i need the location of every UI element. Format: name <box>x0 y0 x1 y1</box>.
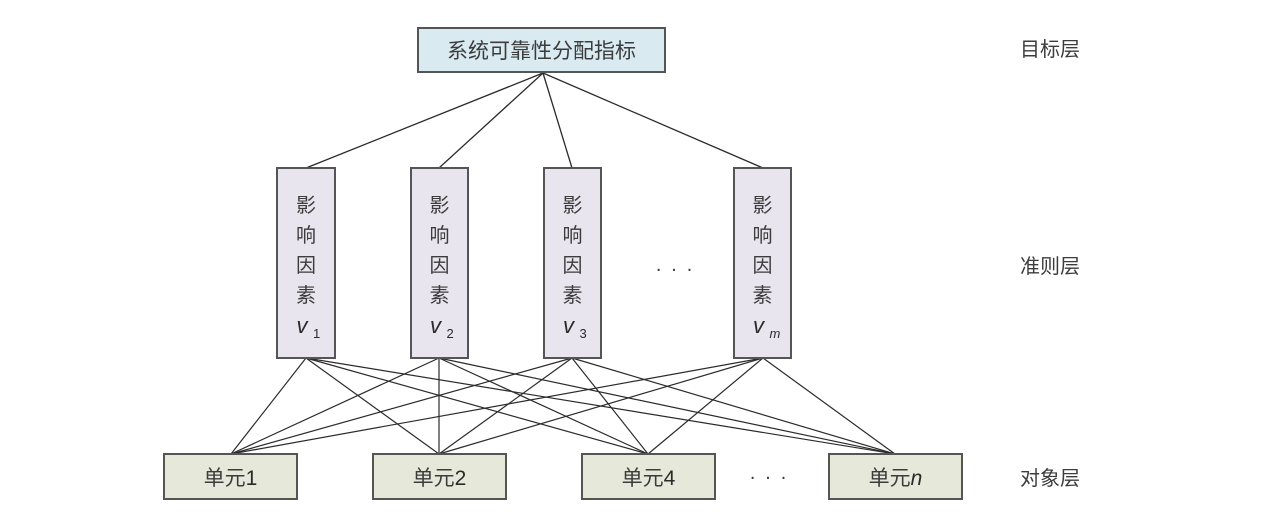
criterion-char: 素 <box>430 283 450 307</box>
unit-node: 单元1 <box>163 453 298 500</box>
unit-node: 单元n <box>828 453 963 500</box>
edge-criterion-3-to-unit-1 <box>230 357 573 455</box>
criterion-box <box>276 167 336 359</box>
criterion-variable: v <box>430 313 443 338</box>
criterion-char: 素 <box>563 283 583 307</box>
criterion-char: 素 <box>753 283 773 307</box>
unit-label-prefix: 单元 <box>413 466 455 490</box>
layer-label-criteria: 准则层 <box>1020 254 1080 278</box>
edge-criterion-4-to-unit-4 <box>762 357 896 455</box>
criterion-char: 响 <box>563 223 583 247</box>
unit-node: 单元4 <box>581 453 716 500</box>
edge-criterion-2-to-unit-3 <box>438 357 649 455</box>
criterion-subscript: 1 <box>313 326 320 341</box>
unit-label: 单元2 <box>413 466 467 490</box>
edge-criterion-1-to-unit-1 <box>230 357 307 455</box>
layer-label-goal: 目标层 <box>1020 37 1080 61</box>
edge-criterion-1-to-unit-3 <box>305 357 649 455</box>
unit-label: 单元1 <box>204 466 258 490</box>
unit-box <box>163 453 298 500</box>
unit-node: 单元2 <box>372 453 507 500</box>
criterion-box <box>410 167 469 359</box>
units-ellipsis: · · · <box>750 468 789 489</box>
unit-label: 单元4 <box>622 466 676 490</box>
criteria-ellipsis: · · · <box>656 260 695 281</box>
criterion-char: 因 <box>430 253 450 277</box>
unit-box <box>372 453 507 500</box>
layer-label-object: 对象层 <box>1020 466 1080 490</box>
criterion-char: 响 <box>430 223 450 247</box>
criterion-char: 因 <box>563 253 583 277</box>
edge-goal-to-criterion-3 <box>542 72 573 169</box>
edge-criterion-2-to-unit-4 <box>438 357 896 455</box>
unit-label-prefix: 单元 <box>622 466 664 490</box>
unit-label-prefix: 单元 <box>869 466 911 490</box>
edge-criterion-1-to-unit-2 <box>305 357 440 455</box>
criterion-char: 响 <box>296 223 316 247</box>
edge-criterion-3-to-unit-4 <box>571 357 896 455</box>
edge-criterion-2-to-unit-1 <box>230 357 440 455</box>
criterion-char: 因 <box>753 253 773 277</box>
unit-box <box>828 453 963 500</box>
goal-box <box>417 27 666 73</box>
criterion-variable: v <box>753 313 766 338</box>
unit-label-index: 4 <box>664 467 676 490</box>
unit-label-index: 2 <box>455 467 467 490</box>
unit-label: 单元n <box>869 466 923 490</box>
unit-box <box>581 453 716 500</box>
criterion-char: 影 <box>296 193 316 217</box>
edges <box>230 72 896 455</box>
criterion-char: 影 <box>563 193 583 217</box>
unit-label-prefix: 单元 <box>204 466 246 490</box>
criterion-subscript: m <box>770 326 781 341</box>
edge-goal-to-criterion-2 <box>438 72 544 169</box>
goal-node: 系统可靠性分配指标 <box>417 27 666 73</box>
edge-criterion-3-to-unit-2 <box>438 357 573 455</box>
edge-goal-to-criterion-1 <box>305 72 544 169</box>
criterion-subscript: 3 <box>580 326 587 341</box>
edge-criterion-3-to-unit-3 <box>571 357 649 455</box>
criterion-box <box>733 167 792 359</box>
criterion-char: 素 <box>296 283 316 307</box>
criterion-char: 因 <box>296 253 316 277</box>
edge-goal-to-criterion-4 <box>542 72 764 169</box>
criterion-variable: v <box>297 313 310 338</box>
goal-label: 系统可靠性分配指标 <box>447 39 636 63</box>
unit-label-index: 1 <box>246 467 258 490</box>
criterion-char: 影 <box>430 193 450 217</box>
edge-criterion-4-to-unit-1 <box>230 357 764 455</box>
criterion-char: 影 <box>753 193 773 217</box>
edge-criterion-4-to-unit-2 <box>438 357 764 455</box>
criterion-char: 响 <box>753 223 773 247</box>
unit-label-index: n <box>911 467 923 490</box>
criterion-variable: v <box>563 313 576 338</box>
criterion-box <box>543 167 602 359</box>
edge-criterion-4-to-unit-3 <box>647 357 764 455</box>
criterion-subscript: 2 <box>447 326 454 341</box>
